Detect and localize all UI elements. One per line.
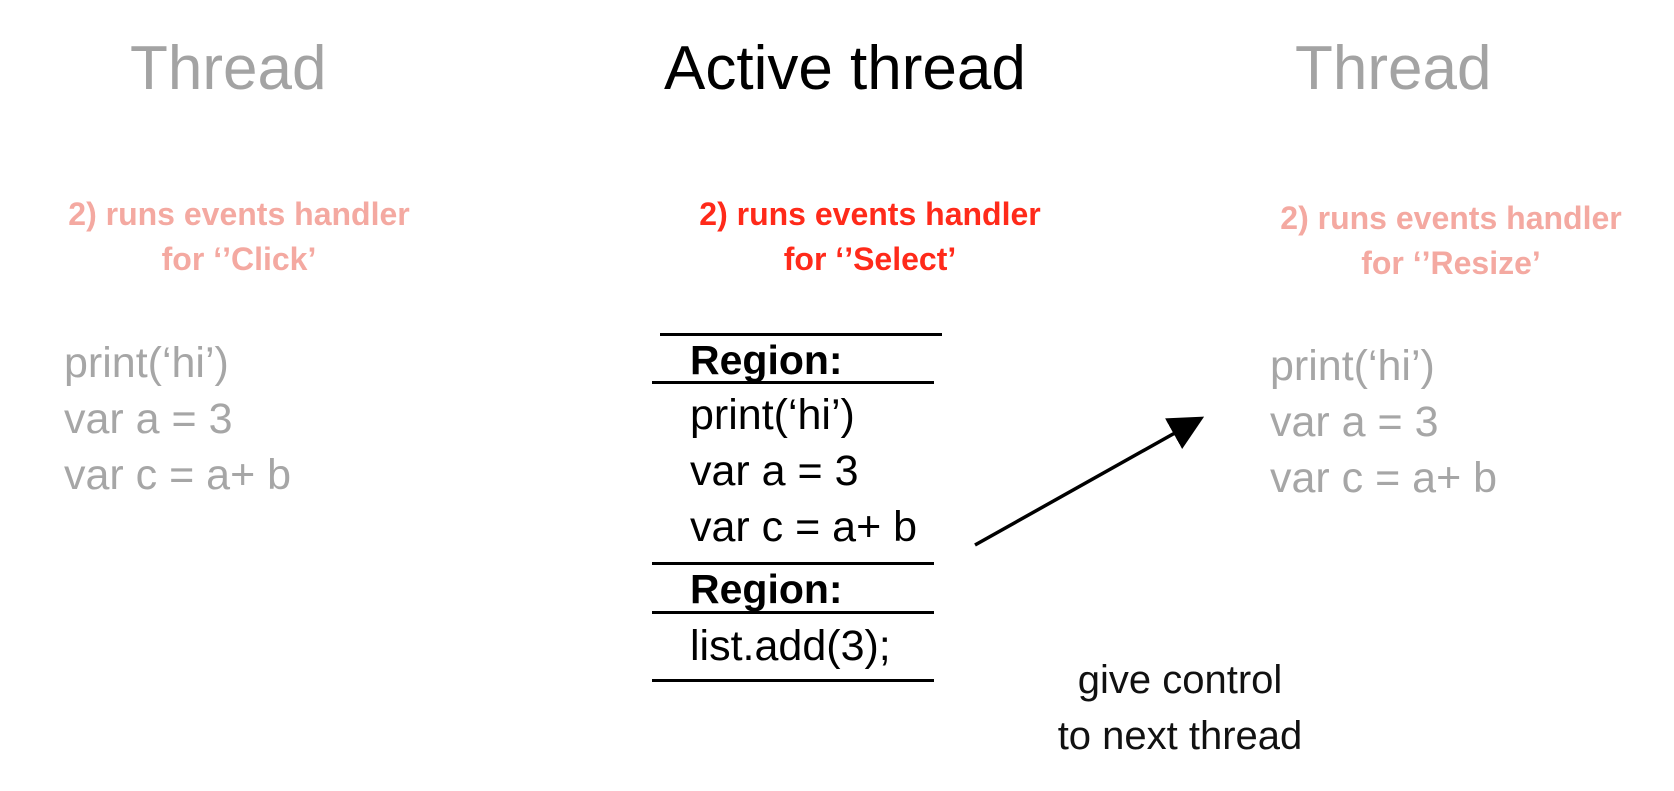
caption-line-2: to next thread <box>1057 714 1303 758</box>
region-divider <box>660 333 942 336</box>
code-line: var c = a+ b <box>690 503 918 551</box>
code-line: var c = a+ b <box>1270 454 1498 502</box>
code-line: print(‘hi’) <box>64 339 229 387</box>
region-divider <box>652 679 934 682</box>
right-thread-handler: 2) runs events handler for ‘’Resize’ <box>1242 196 1660 286</box>
right-thread-title: Thread <box>1295 34 1492 103</box>
region-code: print(‘hi’) var a = 3 var c = a+ b <box>690 387 917 555</box>
code-line: var c = a+ b <box>64 451 292 499</box>
handoff-caption: give control to next thread <box>1020 652 1340 764</box>
active-thread-title: Active thread <box>664 34 1026 103</box>
left-handler-line-1: 2) runs events handler <box>68 196 410 232</box>
active-handler-line-1: 2) runs events handler <box>699 196 1041 232</box>
code-line: var a = 3 <box>64 395 233 443</box>
right-handler-line-2: for ‘’Resize’ <box>1361 245 1541 281</box>
active-handler-line-2: for ‘’Select’ <box>783 241 957 277</box>
left-thread-handler: 2) runs events handler for ‘’Click’ <box>34 192 444 282</box>
region-code: list.add(3); <box>690 618 891 674</box>
right-handler-line-1: 2) runs events handler <box>1280 200 1622 236</box>
code-line: var a = 3 <box>1270 398 1439 446</box>
region-divider <box>652 611 934 614</box>
code-line: var a = 3 <box>690 447 859 495</box>
left-thread-code: print(‘hi’) var a = 3 var c = a+ b <box>64 335 291 503</box>
left-thread-title: Thread <box>130 34 327 103</box>
left-handler-line-2: for ‘’Click’ <box>161 241 317 277</box>
code-line: print(‘hi’) <box>1270 342 1435 390</box>
active-thread-handler: 2) runs events handler for ‘’Select’ <box>660 192 1080 282</box>
region-label: Region: <box>690 566 843 612</box>
right-thread-code: print(‘hi’) var a = 3 var c = a+ b <box>1270 338 1497 506</box>
region-divider <box>652 562 934 565</box>
handoff-arrow-line <box>974 416 1205 547</box>
region-divider <box>652 381 934 384</box>
code-line: list.add(3); <box>690 622 891 670</box>
caption-line-1: give control <box>1077 658 1283 702</box>
code-line: print(‘hi’) <box>690 391 855 439</box>
region-label: Region: <box>690 337 843 383</box>
